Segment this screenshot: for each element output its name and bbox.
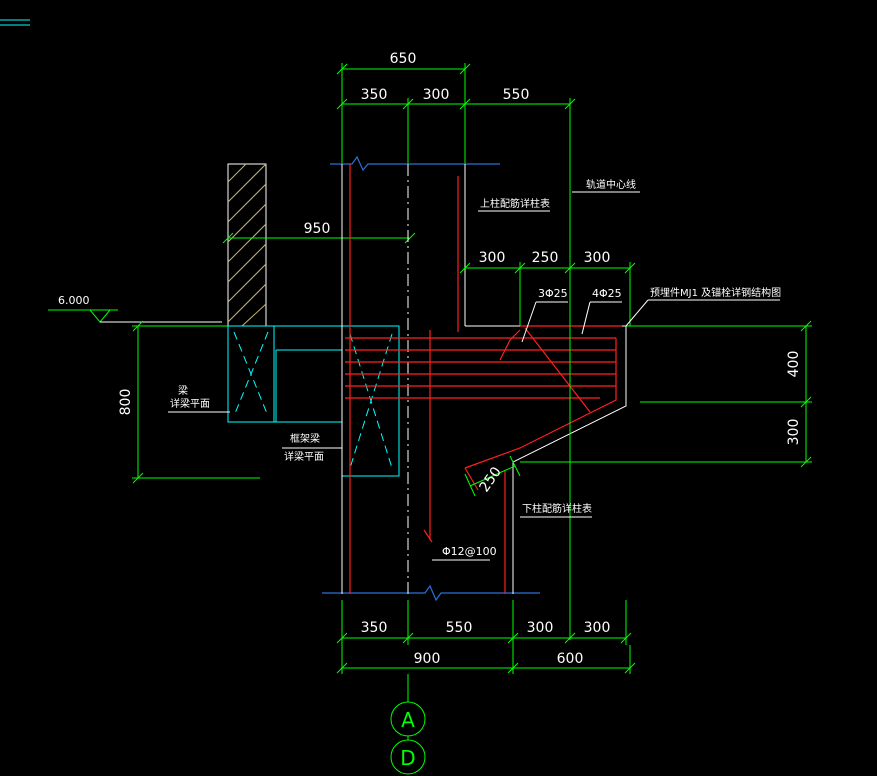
top-break-line bbox=[330, 155, 500, 172]
dim-950-line bbox=[222, 232, 416, 244]
slope-dimension bbox=[464, 455, 521, 497]
dim-top-total: 650 bbox=[390, 51, 417, 67]
elevation-mark bbox=[48, 309, 222, 323]
dim-right-400: 400 bbox=[786, 351, 802, 378]
label-upper-column: 上柱配筋详柱表 bbox=[480, 197, 550, 210]
dim-slope-250: 250 bbox=[477, 464, 505, 495]
beam-left bbox=[227, 325, 342, 423]
label-beam-2-sub: 详梁平面 bbox=[284, 450, 324, 463]
label-track-center: 轨道中心线 bbox=[586, 178, 636, 191]
bottom-dimension-lines bbox=[336, 600, 636, 674]
axis-markers bbox=[390, 674, 426, 775]
column-outline bbox=[341, 164, 627, 594]
hatched-wall bbox=[227, 163, 267, 327]
leaders bbox=[168, 191, 780, 561]
dim-bracket-b: 250 bbox=[532, 250, 559, 266]
label-beam-1: 梁 bbox=[178, 384, 188, 397]
dim-bracket-c: 300 bbox=[584, 250, 611, 266]
dim-bottom-total-left: 900 bbox=[414, 651, 441, 667]
bracket-dimension-lines bbox=[459, 150, 636, 640]
label-embedded-part: 预埋件MJ1 及锚栓详钢结构图 bbox=[650, 286, 781, 299]
label-beam-1-sub: 详梁平面 bbox=[170, 397, 210, 410]
dim-top-left: 350 bbox=[361, 87, 388, 103]
right-dimension-lines bbox=[520, 320, 812, 468]
label-lower-column: 下柱配筋详柱表 bbox=[522, 502, 592, 515]
dim-left-800: 800 bbox=[118, 389, 134, 416]
dim-bottom-4: 300 bbox=[584, 620, 611, 636]
dim-bottom-3: 300 bbox=[527, 620, 554, 636]
axis-label-a: A bbox=[401, 708, 415, 732]
rebar-cage bbox=[345, 164, 622, 594]
top-dimension-lines bbox=[336, 63, 576, 165]
dim-bottom-total-right: 600 bbox=[557, 651, 584, 667]
label-rebar-4: 4Φ25 bbox=[592, 287, 622, 300]
bottom-break-line bbox=[322, 584, 540, 602]
left-dimension-800 bbox=[132, 320, 260, 484]
label-rebar-3: 3Φ25 bbox=[538, 287, 568, 300]
dim-right-300: 300 bbox=[786, 419, 802, 446]
dim-bracket-a: 300 bbox=[479, 250, 506, 266]
dim-top-right: 550 bbox=[503, 87, 530, 103]
label-beam-2: 框架梁 bbox=[290, 432, 320, 445]
dim-950: 950 bbox=[304, 221, 331, 237]
dim-bottom-2: 550 bbox=[446, 620, 473, 636]
axis-label-d: D bbox=[400, 746, 415, 770]
elevation-value: 6.000 bbox=[58, 294, 90, 307]
corner-mark bbox=[0, 19, 30, 26]
dim-bottom-1: 350 bbox=[361, 620, 388, 636]
label-stirrup: Φ12@100 bbox=[442, 545, 497, 558]
dim-top-mid: 300 bbox=[423, 87, 450, 103]
